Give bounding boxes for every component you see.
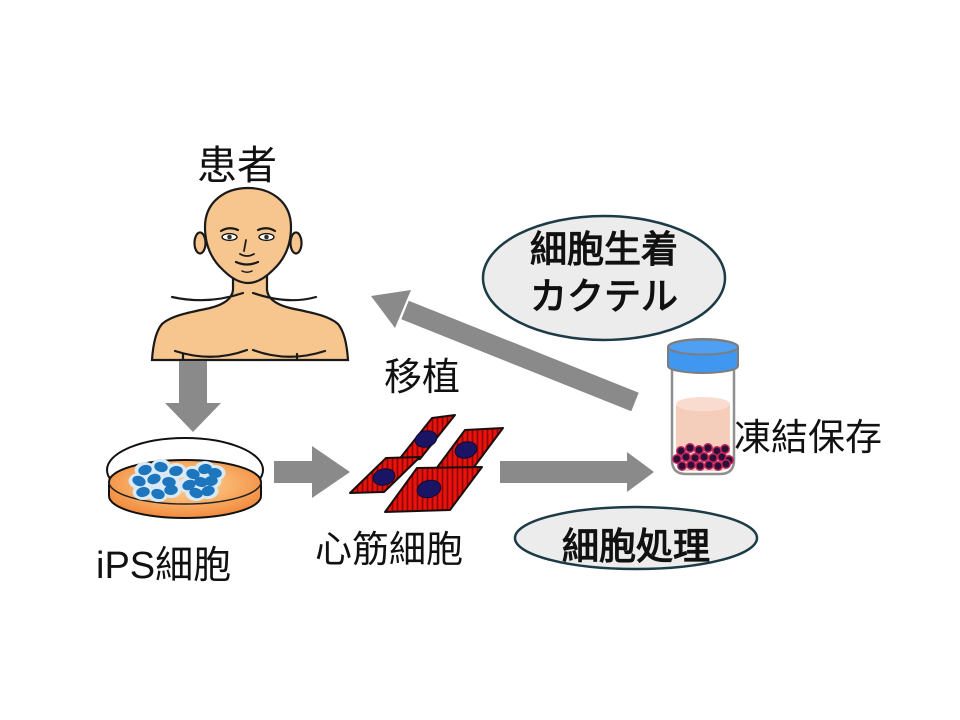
ips-colony-cluster — [128, 459, 187, 502]
long-right-arrow-icon — [500, 452, 654, 492]
cryopreservation-label: 凍結保存 — [734, 417, 882, 458]
patient-figure-icon — [150, 186, 350, 362]
patient-label: 患者 — [197, 144, 277, 188]
ips-cells-label: iPS細胞 — [96, 545, 232, 587]
cell-pellets — [672, 443, 734, 471]
cocktail-callout-ellipse — [481, 214, 727, 342]
right-arrow-icon — [274, 446, 350, 498]
cocktail-label: 細胞生着 カクテル — [484, 226, 724, 321]
transplant-arrow-icon — [371, 290, 639, 412]
transplant-label: 移植 — [384, 357, 461, 399]
ips-colony-cluster — [178, 461, 226, 501]
cardiomyocyte-cells-icon — [349, 414, 504, 513]
cell-processing-label: 細胞処理 — [562, 526, 710, 567]
processing-callout-ellipse — [513, 505, 759, 571]
cryovial-icon — [667, 338, 739, 476]
cocktail-label-line1: 細胞生着 — [530, 229, 678, 270]
down-arrow-icon — [165, 361, 221, 432]
petri-dish-icon — [106, 437, 264, 519]
cocktail-label-line2: カクテル — [530, 276, 678, 318]
cardiomyocytes-label: 心筋細胞 — [315, 529, 463, 570]
